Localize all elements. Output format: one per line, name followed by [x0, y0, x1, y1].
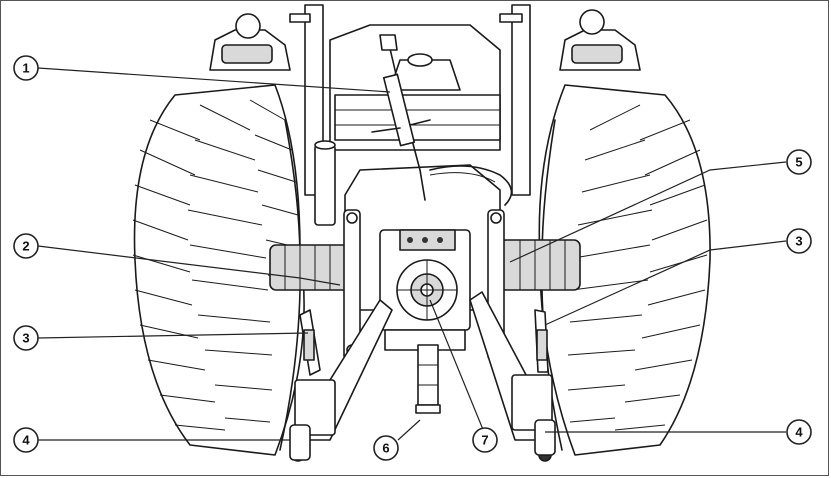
callout-4-left-label: 4 — [22, 433, 30, 448]
hydraulic-lines — [429, 165, 513, 206]
left-stabilizer — [299, 309, 321, 376]
leader-6 — [397, 419, 421, 441]
axle-housings — [269, 239, 581, 291]
callout-1: 1 — [13, 55, 39, 81]
left-lower-link — [289, 299, 393, 462]
callout-2-label: 2 — [22, 239, 29, 254]
callout-4-right: 4 — [786, 419, 812, 445]
callout-2: 2 — [13, 233, 39, 259]
leader-3-right — [544, 240, 787, 326]
callout-7-label: 7 — [481, 433, 488, 448]
callout-3-left: 3 — [13, 325, 39, 351]
leader-lines — [37, 67, 787, 441]
top-link — [371, 34, 431, 201]
leader-2 — [37, 245, 341, 286]
leader-1 — [37, 67, 391, 93]
callout-5: 5 — [786, 149, 812, 175]
intake-stack — [314, 140, 336, 226]
right-lower-link — [469, 291, 556, 462]
callout-3-left-label: 3 — [22, 331, 29, 346]
callout-3-right: 3 — [786, 228, 812, 254]
right-stabilizer — [534, 309, 549, 373]
right-fender-lamp — [559, 9, 641, 71]
left-fender-lamp — [209, 13, 291, 71]
tractor-body — [329, 24, 501, 151]
drawbar — [384, 329, 466, 414]
callout-3-right-label: 3 — [795, 234, 802, 249]
leader-7 — [429, 299, 485, 433]
callout-7: 7 — [472, 427, 498, 453]
leader-3-left — [37, 332, 309, 339]
left-rear-tyre — [132, 84, 305, 456]
callout-6: 6 — [373, 435, 399, 461]
callout-6-label: 6 — [382, 441, 389, 456]
pto-guard — [396, 259, 458, 321]
right-rear-tyre — [538, 84, 711, 456]
callout-4-right-label: 4 — [795, 425, 803, 440]
callout-4-left: 4 — [13, 427, 39, 453]
callout-1-label: 1 — [22, 61, 29, 76]
callout-5-label: 5 — [795, 155, 802, 170]
leader-5 — [509, 161, 787, 263]
